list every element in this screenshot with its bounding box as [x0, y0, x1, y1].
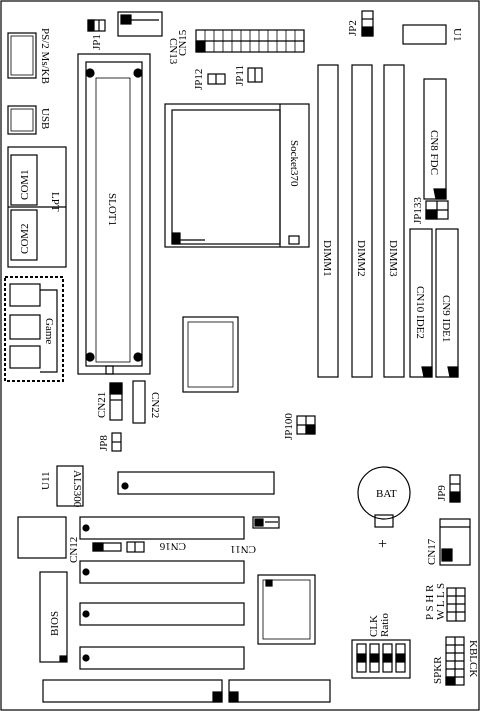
jp11-jumper [247, 67, 263, 83]
slot-e [79, 646, 245, 670]
slot1 [77, 53, 151, 375]
jp8-jumper [111, 432, 122, 452]
label-bat-polarity: + [378, 536, 387, 553]
usb-connector [7, 105, 37, 135]
label-clk: CLK [368, 615, 380, 637]
label-cn17: CN17 [426, 538, 438, 565]
label-cn21: CN21 [96, 392, 108, 418]
label-cn15: CN15 [177, 29, 189, 56]
ide-connectors [409, 228, 459, 378]
bios-chip [39, 571, 68, 663]
label-ps2: PS/2 Ms/KB [39, 28, 51, 84]
label-jp1: JP1 [91, 34, 103, 50]
jp1-jumper [87, 19, 106, 32]
slot-d [79, 602, 245, 626]
label-dimm1: DIMM1 [321, 240, 333, 277]
label-bat: BAT [376, 488, 397, 500]
label-cn11: CN11 [230, 543, 256, 555]
label-cn13: CN13 [167, 38, 179, 65]
u11-chip [56, 465, 84, 507]
label-dimm2: DIMM2 [355, 240, 367, 277]
front-panel-header [446, 587, 466, 622]
label-u11: U11 [40, 471, 52, 490]
label-kblck: KBLCK [467, 640, 479, 677]
label-cn12: CN12 [68, 537, 80, 563]
label-jp9: JP9 [436, 485, 448, 501]
label-jp12: JP12 [193, 69, 205, 90]
jp2-jumper [361, 10, 374, 37]
label-wlls: W L L S [435, 583, 447, 620]
label-als300: ALS300 [71, 470, 83, 508]
ps2-connector [7, 32, 37, 79]
cn15-header [195, 29, 305, 53]
audio-chip [17, 516, 67, 559]
slot-b [79, 516, 245, 540]
cn17-connector [439, 518, 471, 566]
label-slot1: SLOT1 [106, 193, 118, 226]
label-cn16: CN16 [159, 540, 186, 552]
cn11-connector [252, 516, 280, 529]
cn13-connector [117, 11, 163, 37]
label-usb: USB [39, 108, 51, 129]
slot-c [79, 560, 245, 584]
clk-ratio-switch [351, 639, 411, 679]
label-ratio: Ratio [379, 613, 391, 637]
label-dimm3: DIMM3 [387, 240, 399, 277]
jp100-jumper [296, 415, 316, 435]
game-port [4, 276, 64, 382]
label-jp8: JP8 [98, 435, 110, 451]
socket370 [164, 103, 310, 248]
jp9-jumper [449, 474, 461, 503]
label-game: Game [43, 318, 55, 344]
slot-g [228, 679, 331, 703]
label-cn22: CN22 [149, 392, 161, 418]
label-lpt: LPT [49, 192, 61, 212]
label-jp2: JP2 [347, 20, 359, 36]
label-socket370: Socket370 [288, 140, 300, 187]
chipset-chip [182, 316, 239, 393]
label-cn10-ide2: CN10 IDE2 [414, 286, 426, 339]
spkr-kblck-header [445, 636, 465, 686]
cn16-connector [92, 541, 145, 553]
label-pshr: P S H R [424, 584, 436, 620]
com-lpt-block [7, 146, 67, 268]
label-spkr: SPKR [432, 656, 444, 684]
label-com2: COM2 [19, 223, 31, 254]
label-com1: COM1 [19, 169, 31, 200]
cn21-connector [109, 382, 123, 421]
label-cn8-fdc: CN8 FDC [428, 130, 440, 175]
cn22-connector [132, 380, 146, 424]
jp133-jumper [425, 200, 449, 220]
label-jp133: JP133 [412, 197, 424, 224]
label-cn9-ide1: CN9 IDE1 [440, 295, 452, 342]
slot-f [42, 679, 223, 703]
label-jp11: JP11 [234, 65, 246, 86]
slot-a [117, 471, 275, 495]
label-u1: U1 [451, 28, 463, 41]
jp12-jumper [207, 73, 226, 85]
battery [357, 466, 411, 528]
label-bios: BIOS [49, 611, 61, 636]
label-jp100: JP100 [283, 413, 295, 440]
fdc-connector [423, 78, 447, 200]
chip-south-bridge [257, 574, 316, 645]
dimm-slots [317, 64, 405, 378]
u1-chip [402, 24, 447, 45]
